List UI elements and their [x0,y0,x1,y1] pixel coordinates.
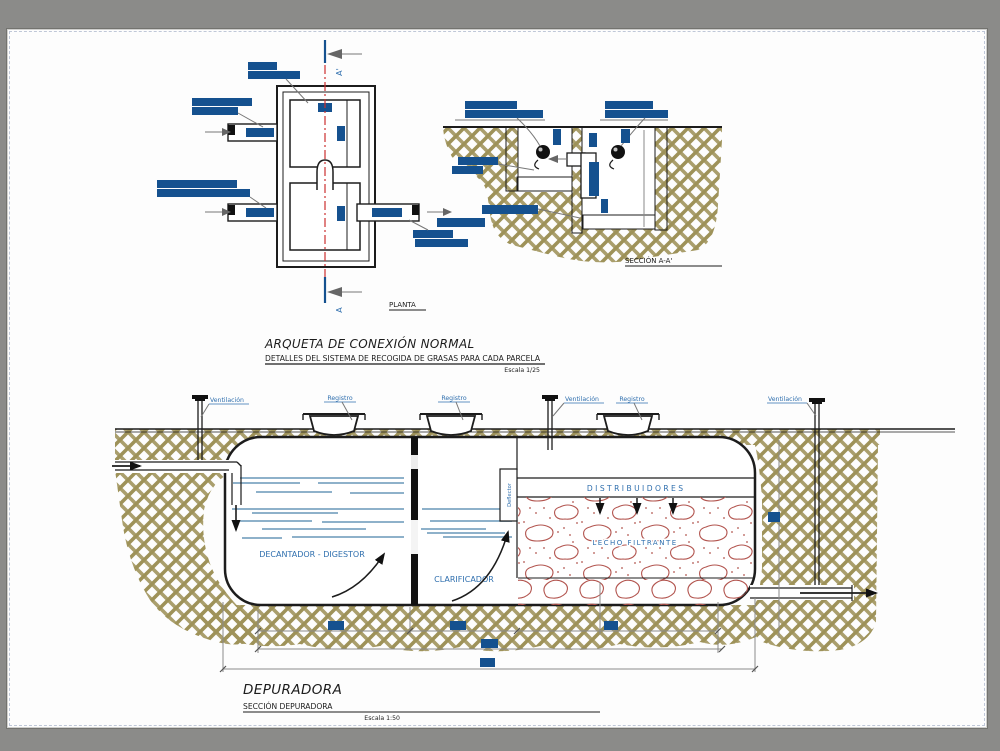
section-marker-bottom: A [335,307,344,313]
distribuidores-label: D I S T R I B U I D O R E S [587,484,683,493]
flow-arrow-icon [222,128,231,136]
inlet-pipe [112,460,242,473]
vent-label-1: Ventilación [210,396,244,404]
deflector-box [499,468,518,522]
plan-inlet-pipe-upper [205,123,278,142]
outlet-pipe [750,585,878,601]
redacted-label-bar [248,62,277,70]
redacted-label-bar [248,71,300,79]
vent-pipe [542,395,558,450]
plan-inlet-pipe-lower [205,203,278,222]
vent-label-2: Ventilación [565,395,599,403]
redacted-label-bar [465,110,543,118]
redacted-label-bar [458,157,498,165]
redacted-label-bar [192,98,252,106]
plan-view: A' A PLANTA [157,40,468,313]
plan-inner-wall [282,91,370,262]
plan-outlet-pipe [356,203,452,222]
depuradora-section: DECANTADOR - DIGESTOR CLARIFICADOR Defle… [112,395,955,722]
arqueta-scale: Escala 1/25 [504,367,540,374]
vent-pipe [192,395,208,470]
redacted-label-bar [437,218,485,227]
flow-arrow-icon [222,208,231,216]
title-block: ARQUETA DE CONEXIÓN NORMAL DETALLES DEL … [264,336,545,374]
vent-cap-icon [542,395,558,399]
decantador-label: DECANTADOR - DIGESTOR [259,550,365,559]
redacted-label-bar [553,129,561,145]
redacted-label-bar [605,110,668,118]
arqueta-subtitle: DETALLES DEL SISTEMA DE RECOGIDA DE GRAS… [265,354,541,363]
earth-hatch [755,445,878,652]
redacted-label-bar [482,205,538,214]
redacted-label-bar [157,189,250,197]
earth-hatch [115,445,262,645]
vent-pipe [809,398,825,598]
redacted-label-bar [246,128,274,137]
vent-cap-icon [809,398,825,402]
redacted-label-bar [605,101,653,109]
registro-label-2: Registro [441,395,467,402]
redacted-label-bar [589,162,599,196]
manhole-registro [419,413,483,436]
depuradora-section-caption: SECCIÓN DEPURADORA [243,702,333,711]
vent-label-3: Ventilación [768,395,802,403]
redacted-label-bar [768,512,780,522]
section-arrow-icon [327,287,342,297]
section-aa-view: SECCIÓN A-A' [437,101,722,267]
vent-cap-icon [192,395,208,399]
section-cut-line: A' A [323,40,362,313]
water-lines [232,477,512,539]
plan-callouts [157,62,468,247]
section-arrow-icon [327,49,342,59]
redacted-label-bar [437,230,453,238]
dimension-lines [219,582,759,673]
lecho-filtrante-label: LECHO FILTRANTE [592,539,677,547]
depuradora-scale: Escala 1:50 [364,715,400,722]
redacted-label-bar [465,101,517,109]
redacted-label-bar [246,208,274,217]
redacted-label-bar [337,126,345,141]
clarificador-label: CLARIFICADOR [434,575,494,584]
section-callouts [437,101,668,238]
redacted-label-bar [589,133,597,147]
flow-curve-arrow [451,530,510,602]
plan-caption: PLANTA [389,301,416,309]
flow-arrow-icon [548,155,558,163]
arqueta-title: ARQUETA DE CONEXIÓN NORMAL [264,336,474,351]
float-ball [534,145,550,170]
drawing-sheet: A' A PLANTA [8,30,986,727]
redacted-label-bar [337,206,345,221]
redacted-label-bar [192,107,238,115]
technical-drawing: A' A PLANTA [112,40,955,722]
redacted-dimension-value [604,621,618,630]
float-ball [609,145,625,170]
depuradora-title: DEPURADORA [243,682,342,698]
flow-arrow-icon [443,208,452,216]
redacted-label-bar [601,199,608,213]
tank-interior [231,437,754,605]
redacted-dimension-value [450,621,466,630]
redacted-label-bar [621,129,630,143]
earth-hatch [200,605,760,652]
redacted-dimension-value [480,658,495,667]
manhole-registro [596,413,660,436]
registro-label-1: Registro [327,395,353,402]
manhole-registro [302,413,366,436]
registro-label-3: Registro [619,396,645,403]
deflector-label: Deflector [507,482,513,507]
redacted-label-bar [413,230,453,238]
redacted-label-bar [415,239,468,247]
redacted-label-bar [372,208,402,217]
redacted-label-bar [452,166,483,174]
section-marker-top: A' [335,68,344,76]
gravel-layer [518,578,754,605]
redacted-dimension-value [328,621,344,630]
flow-curve-arrow [331,552,386,598]
redacted-dimension-value [481,639,498,648]
section-aa-caption: SECCIÓN A-A' [625,256,672,265]
redacted-label-bar [157,180,237,188]
